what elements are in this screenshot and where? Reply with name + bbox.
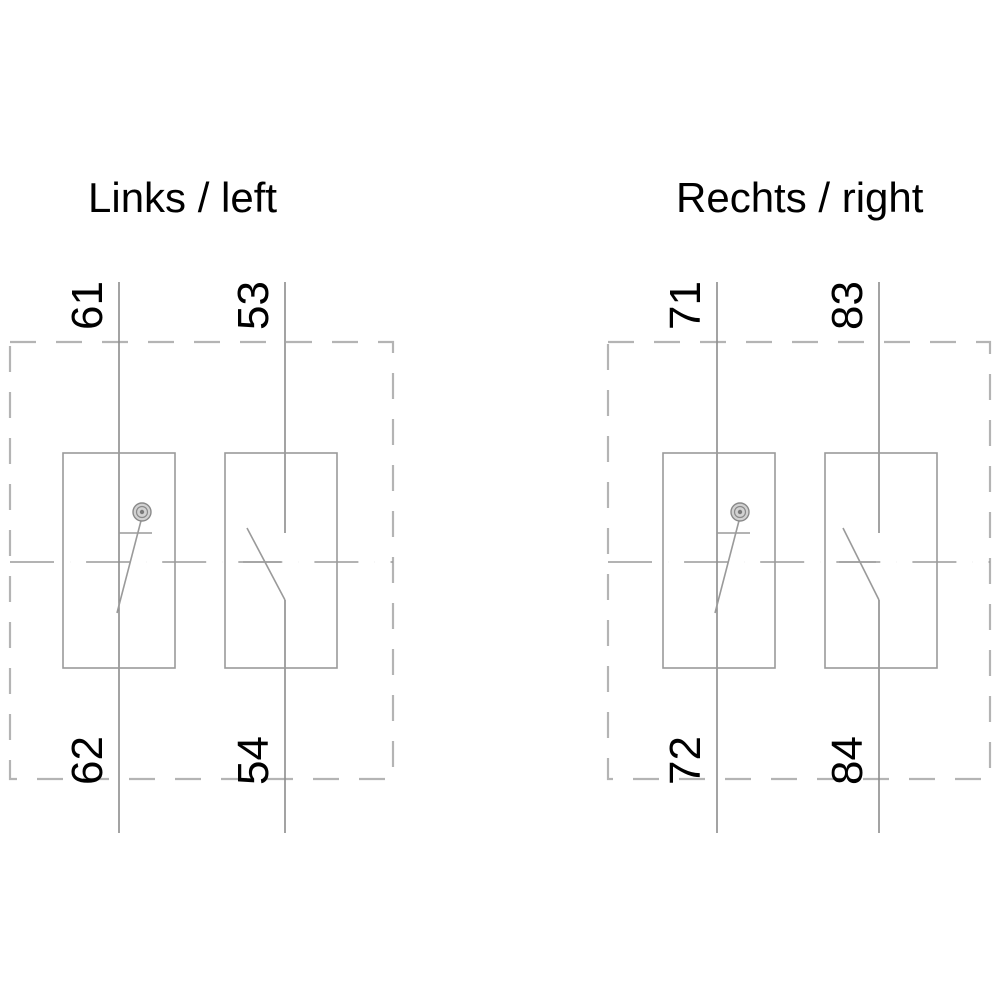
- actuator-marker-icon-left: [132, 502, 152, 522]
- dashed-outline-right: [606, 340, 992, 781]
- group-title-left: Links / left: [88, 174, 277, 221]
- contact-nc-61-62: 61 62: [62, 281, 176, 833]
- terminal-label-71: 71: [661, 281, 710, 330]
- contact-box-nc-right: [662, 452, 776, 669]
- contact-box-no-right: [824, 452, 938, 669]
- group-right: Rechts / right 71 72: [606, 174, 992, 833]
- nc-blade-left: [116, 512, 144, 614]
- terminal-label-72: 72: [661, 736, 710, 785]
- contact-no-53-54: 53 54: [224, 281, 338, 833]
- contact-box-nc-left: [62, 452, 176, 669]
- contact-box-no-left: [224, 452, 338, 669]
- actuator-marker-icon-right: [730, 502, 750, 522]
- contact-nc-71-72: 71 72: [661, 281, 776, 833]
- group-title-right: Rechts / right: [676, 174, 924, 221]
- terminal-label-53: 53: [229, 281, 278, 330]
- group-left: Links / left 61 62: [8, 174, 395, 833]
- dashed-outline-left: [8, 340, 395, 781]
- terminal-label-83: 83: [823, 281, 872, 330]
- terminal-label-54: 54: [229, 736, 278, 785]
- nc-blade-right: [714, 512, 742, 614]
- no-blade-left: [246, 527, 286, 601]
- terminal-label-84: 84: [823, 736, 872, 785]
- terminal-label-62: 62: [63, 736, 112, 785]
- no-blade-right: [842, 527, 880, 601]
- contact-no-83-84: 83 84: [823, 281, 938, 833]
- terminal-label-61: 61: [63, 281, 112, 330]
